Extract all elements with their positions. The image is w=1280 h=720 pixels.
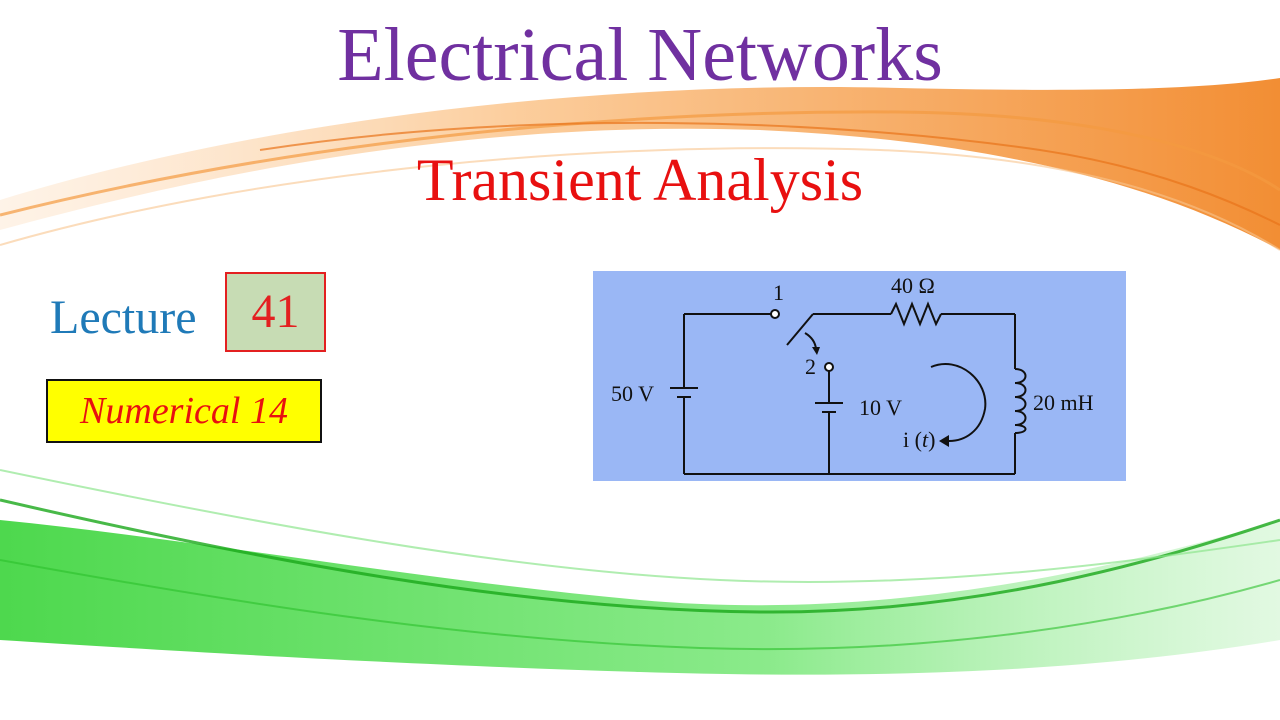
orange-swoosh (0, 78, 1280, 250)
numerical-badge: Numerical 14 (46, 379, 322, 443)
green-swoosh (0, 520, 1280, 675)
lecture-label: Lecture (50, 291, 197, 344)
current-loop-arrow (930, 363, 987, 442)
switch-blade (786, 313, 814, 346)
resistor-label: 40 Ω (891, 273, 935, 298)
page-title: Electrical Networks (337, 13, 943, 97)
switch-label-1: 1 (773, 280, 784, 305)
source-10v-label: 10 V (859, 395, 902, 420)
switch-terminal-2 (824, 362, 834, 372)
inductor-20mh (1014, 368, 1027, 434)
switch-label-2: 2 (805, 354, 816, 379)
current-label: i (t) (903, 427, 935, 452)
circuit-diagram: 1 2 40 Ω 50 V 10 V 20 mH i (t) (593, 271, 1126, 481)
lecture-number: 41 (251, 285, 300, 338)
source-50v-label: 50 V (611, 381, 654, 406)
inductor-label: 20 mH (1033, 390, 1094, 415)
switch-arrow (804, 332, 817, 350)
numerical-label: Numerical 14 (80, 390, 288, 432)
page-subtitle: Transient Analysis (416, 147, 864, 213)
lecture-number-box: 41 (225, 272, 326, 352)
switch-terminal-1 (770, 309, 780, 319)
resistor-40-ohm (890, 301, 942, 327)
